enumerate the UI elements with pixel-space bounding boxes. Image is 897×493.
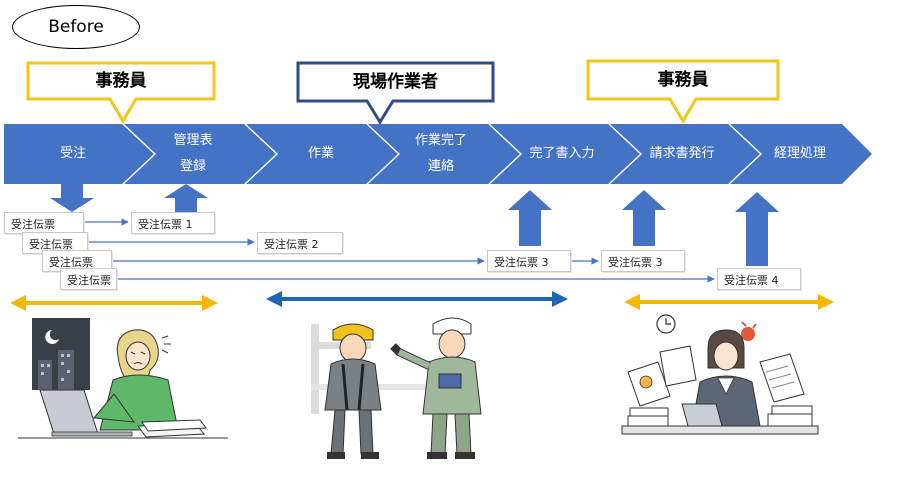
slip-routed-1: 受注伝票 1 (131, 212, 215, 234)
chevron-step-5 (490, 124, 640, 184)
role-callout-clerk-right (586, 59, 780, 124)
role-callout-field-worker (296, 61, 495, 125)
slip-routed-3b: 受注伝票 3 (601, 250, 685, 272)
span-arrow-field (266, 291, 568, 307)
step-label-1: 受注 (59, 146, 86, 161)
office-worker-night-icon (18, 318, 228, 439)
step-label-5: 完了書入力 (529, 146, 595, 161)
slip-stack-4: 受注伝票 (60, 268, 117, 290)
before-label: Before (12, 5, 140, 49)
construction-workers-icon (311, 317, 482, 459)
slip-routed-4: 受注伝票 4 (717, 268, 801, 290)
role-label-clerk-right: 事務員 (657, 70, 709, 90)
chevron-step-7 (730, 124, 872, 184)
step-label-2-line1: 管理表 (173, 133, 213, 148)
role-callout-clerk-left (26, 61, 216, 124)
role-label-field-worker: 現場作業者 (353, 72, 438, 92)
slip-routed-2: 受注伝票 2 (257, 232, 343, 254)
slip-routed-3: 受注伝票 3 (487, 250, 571, 272)
slip-stack-1: 受注伝票 (4, 212, 84, 234)
span-arrow-office-left (10, 295, 218, 311)
step-label-7: 経理処理 (773, 146, 826, 161)
slip-stack-3: 受注伝票 (42, 250, 112, 272)
span-arrow-office-right (624, 294, 834, 310)
chevron-step-3 (246, 124, 398, 184)
step-label-4-line2: 連絡 (427, 159, 454, 174)
role-callouts (26, 59, 780, 125)
up-arrow-invoice (622, 190, 666, 246)
up-arrow-completion (508, 190, 552, 246)
up-arrow-accounting (735, 192, 779, 266)
role-label-clerk-left: 事務員 (95, 71, 147, 91)
slip-stack-2: 受注伝票 (22, 232, 88, 254)
step-label-4-line1: 作業完了 (414, 133, 467, 148)
busy-clerk-icon (621, 314, 819, 435)
chevron-step-1 (4, 124, 154, 184)
process-chevron-bar (4, 124, 872, 184)
step-label-6: 請求書発行 (649, 146, 715, 161)
chevron-step-2 (124, 124, 276, 184)
step-label-2-line2: 登録 (179, 159, 206, 174)
before-text: Before (48, 17, 104, 37)
chevron-step-4 (368, 124, 520, 184)
step-label-3: 作業 (307, 146, 334, 161)
chevron-step-6 (610, 124, 760, 184)
